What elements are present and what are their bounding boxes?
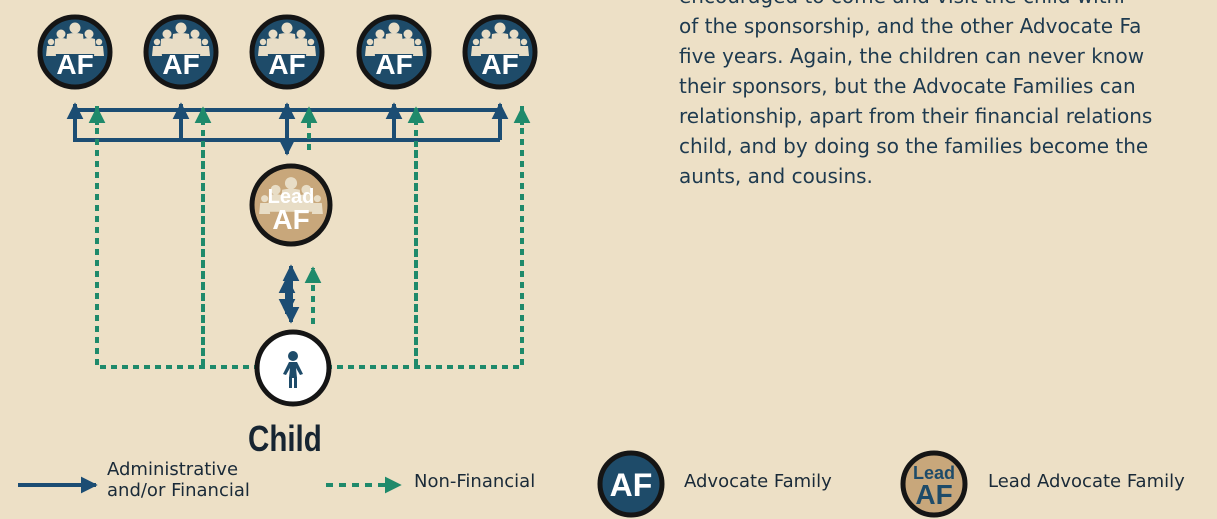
svg-text:Lead: Lead	[913, 463, 955, 483]
legend-non-financial-label: Non-Financial	[414, 471, 536, 492]
paragraph-line: child, and by doing so the families beco…	[679, 134, 1149, 158]
advocate-family-node: AF	[143, 14, 219, 90]
child-figure-icon	[283, 351, 303, 388]
advocate-family-node: AF	[37, 14, 113, 90]
paragraph-line: encouraged to come and visit the child w…	[679, 0, 1217, 11]
description-paragraph: encouraged to come and visit the child w…	[679, 0, 1217, 191]
advocate-family-node: AF	[249, 14, 325, 90]
legend-administrative-line2: and/or Financial	[107, 480, 250, 501]
svg-text:AF: AF	[162, 49, 199, 80]
child-node	[254, 329, 332, 407]
legend-advocate-family-badge: AF	[597, 450, 665, 518]
legend-administrative-line1: Administrative	[107, 459, 239, 480]
non-financial-arrows	[88, 106, 531, 369]
svg-text:AF: AF	[610, 467, 653, 503]
paragraph-line: relationship, apart from their financial…	[679, 104, 1153, 128]
svg-text:AF: AF	[915, 479, 952, 510]
lead-advocate-family-node: Lead AF	[249, 163, 333, 247]
svg-text:AF: AF	[272, 204, 309, 235]
legend-administrative-label: Administrative and/or Financial	[107, 459, 250, 501]
svg-text:AF: AF	[375, 49, 412, 80]
legend: AF Lead AF	[18, 450, 968, 518]
administrative-arrows	[66, 102, 509, 324]
paragraph-line: aunts, and cousins.	[679, 164, 873, 188]
paragraph-line: of the sponsorship, and the other Advoca…	[679, 14, 1142, 38]
legend-lead-advocate-family-label: Lead Advocate Family	[988, 471, 1185, 492]
advocate-family-node: AF	[462, 14, 538, 90]
paragraph-line: five years. Again, the children can neve…	[679, 44, 1145, 68]
svg-text:AF: AF	[56, 49, 93, 80]
legend-lead-badge: Lead AF	[900, 450, 968, 518]
svg-text:AF: AF	[481, 49, 518, 80]
child-label: Child	[248, 418, 322, 459]
svg-text:AF: AF	[268, 49, 305, 80]
paragraph-line: their sponsors, but the Advocate Familie…	[679, 74, 1136, 98]
legend-advocate-family-label: Advocate Family	[684, 471, 832, 492]
svg-text:Lead: Lead	[268, 186, 315, 208]
advocate-family-node: AF	[356, 14, 432, 90]
